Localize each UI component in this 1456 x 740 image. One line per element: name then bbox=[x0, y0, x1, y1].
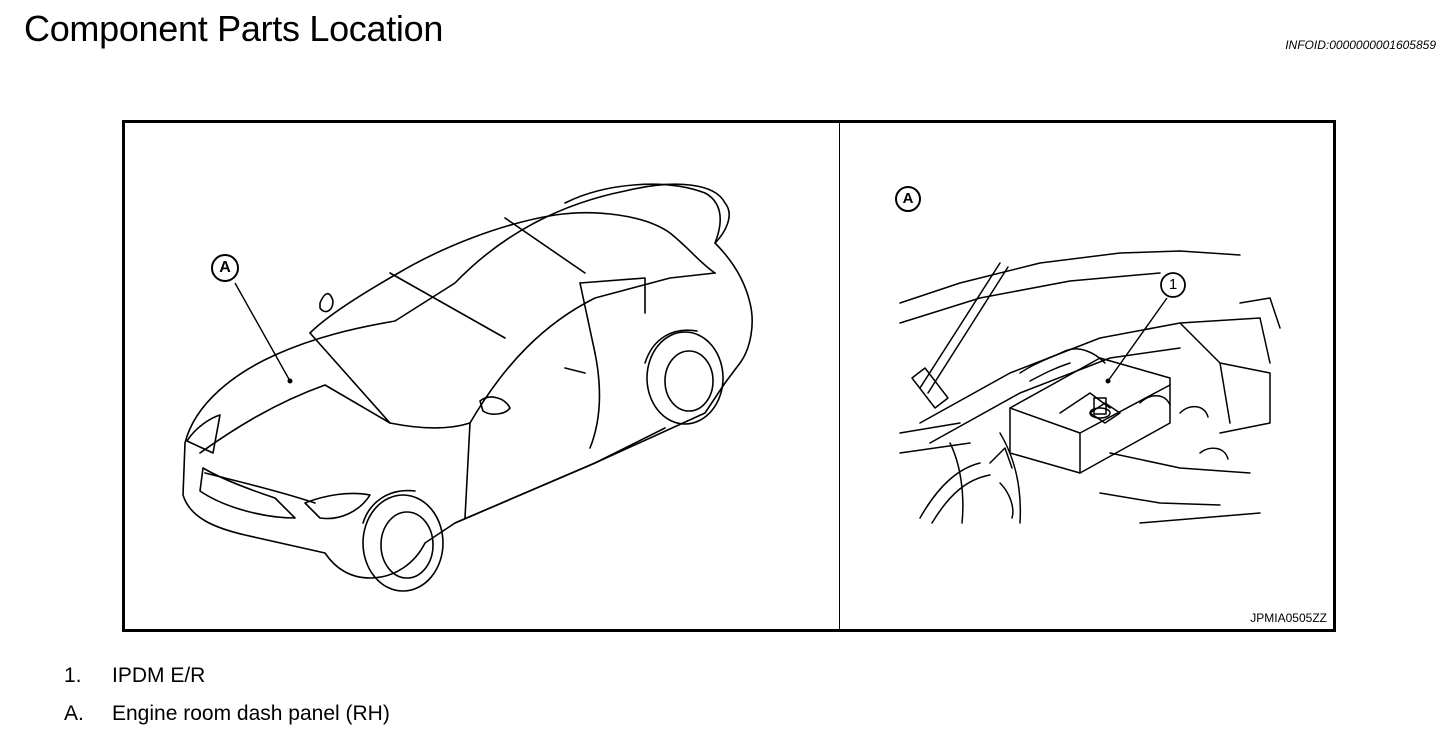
callout-1: 1 bbox=[1168, 276, 1178, 293]
legend-key: A. bbox=[64, 702, 84, 725]
engine-room-illustration bbox=[895, 186, 1281, 524]
legend-item: A. Engine room dash panel (RH) bbox=[64, 702, 390, 740]
legend-label: Engine room dash panel (RH) bbox=[112, 702, 390, 725]
component-location-figure: A bbox=[122, 120, 1336, 632]
legend-list: 1. IPDM E/R A. Engine room dash panel (R… bbox=[64, 664, 390, 740]
legend-key: 1. bbox=[64, 664, 82, 687]
page-title: Component Parts Location bbox=[24, 8, 444, 49]
callout-a-right: A bbox=[902, 190, 914, 207]
legend-item: 1. IPDM E/R bbox=[64, 664, 390, 702]
legend-label: IPDM E/R bbox=[112, 664, 206, 687]
panel-divider bbox=[839, 123, 840, 629]
car-overview-illustration bbox=[182, 183, 753, 592]
callout-a-left: A bbox=[219, 259, 231, 276]
info-id: INFOID:0000000001605859 bbox=[1285, 38, 1436, 52]
figure-code: JPMIA0505ZZ bbox=[1250, 611, 1327, 625]
